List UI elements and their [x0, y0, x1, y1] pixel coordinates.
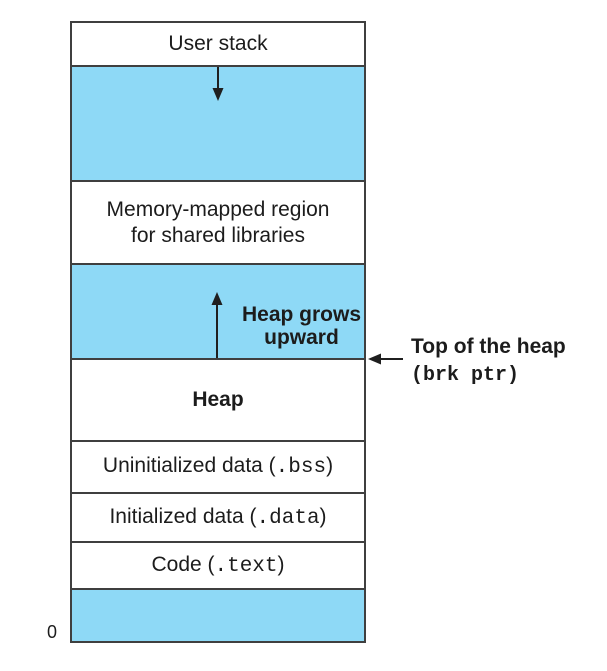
segment-heap-growth-region: Heap grows upward	[72, 265, 364, 360]
heap-grows-caption-line1: Heap grows	[241, 303, 361, 326]
stack-grows-down-arrow-icon	[210, 67, 226, 101]
brk-label-line2: (brk ptr)	[411, 364, 520, 387]
brk-label-line1: Top of the heap	[411, 335, 566, 358]
user-stack-label: User stack	[168, 32, 268, 55]
memory-mapped-label-line2: for shared libraries	[131, 223, 305, 247]
heap-grows-caption-line2: upward	[264, 326, 339, 349]
code-label-close: )	[277, 552, 285, 576]
data-label-text: Initialized data (	[109, 504, 257, 528]
heap-grows-up-arrow-icon	[209, 292, 225, 358]
segment-memory-mapped-region: Memory-mapped region for shared librarie…	[72, 182, 364, 265]
memory-mapped-label: Memory-mapped region for shared librarie…	[107, 197, 330, 249]
segment-code: Code (.text)	[72, 543, 364, 590]
segment-data: Initialized data (.data)	[72, 494, 364, 543]
segment-reserved-bottom	[72, 590, 364, 641]
data-section-name: .data	[256, 506, 320, 530]
segment-heap: Heap	[72, 360, 364, 442]
data-label: Initialized data (.data)	[109, 504, 326, 532]
bss-label-text: Uninitialized data (	[102, 454, 276, 477]
heap-grows-caption: Heap grows upward	[242, 303, 361, 349]
address-zero-label: 0	[47, 622, 58, 642]
code-label-text: Code (	[151, 552, 215, 576]
segment-bss: Uninitialized data (.bss)	[72, 442, 364, 494]
brk-pointer-left-arrow-icon	[368, 352, 404, 366]
bss-label-close: )	[326, 454, 334, 477]
memory-column: User stack Memory-mapped region for shar…	[70, 21, 366, 643]
brk-pointer-label: Top of the heap (brk ptr)	[411, 333, 566, 389]
segment-user-stack: User stack	[72, 23, 364, 67]
bss-section-name: .bss	[275, 456, 327, 479]
heap-label: Heap	[192, 388, 244, 411]
bss-label: Uninitialized data (.bss)	[103, 453, 333, 481]
data-label-close: )	[319, 504, 327, 528]
memory-mapped-label-line1: Memory-mapped region	[106, 197, 330, 221]
segment-stack-growth-region	[72, 67, 364, 182]
code-label: Code (.text)	[151, 552, 284, 580]
code-section-name: .text	[214, 554, 278, 578]
